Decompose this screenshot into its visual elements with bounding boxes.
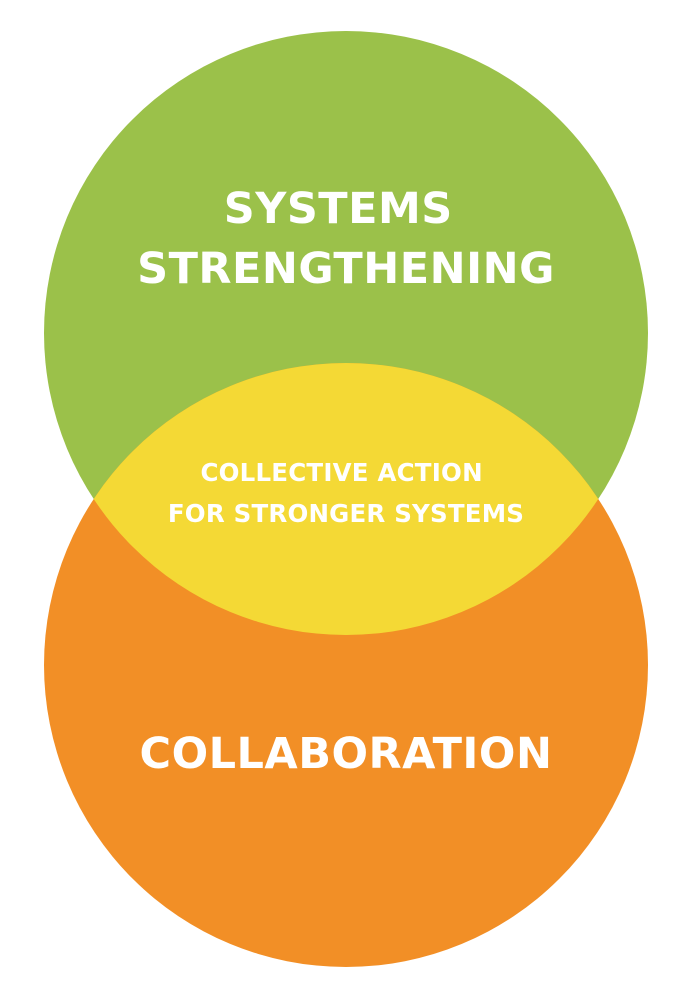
systems-strengthening-line-1: SYSTEMS	[224, 184, 453, 234]
intersection-line-1: COLLECTIVE ACTION	[200, 458, 482, 487]
collaboration-line-1: COLLABORATION	[140, 729, 553, 779]
intersection-label: COLLECTIVE ACTION FOR STRONGER SYSTEMS	[168, 458, 524, 528]
systems-strengthening-label: SYSTEMS STRENGTHENING	[137, 184, 555, 294]
collaboration-label: COLLABORATION	[140, 729, 553, 779]
intersection-line-2: FOR STRONGER SYSTEMS	[168, 499, 524, 528]
intersection-region	[44, 363, 648, 635]
systems-strengthening-line-2: STRENGTHENING	[137, 244, 555, 294]
